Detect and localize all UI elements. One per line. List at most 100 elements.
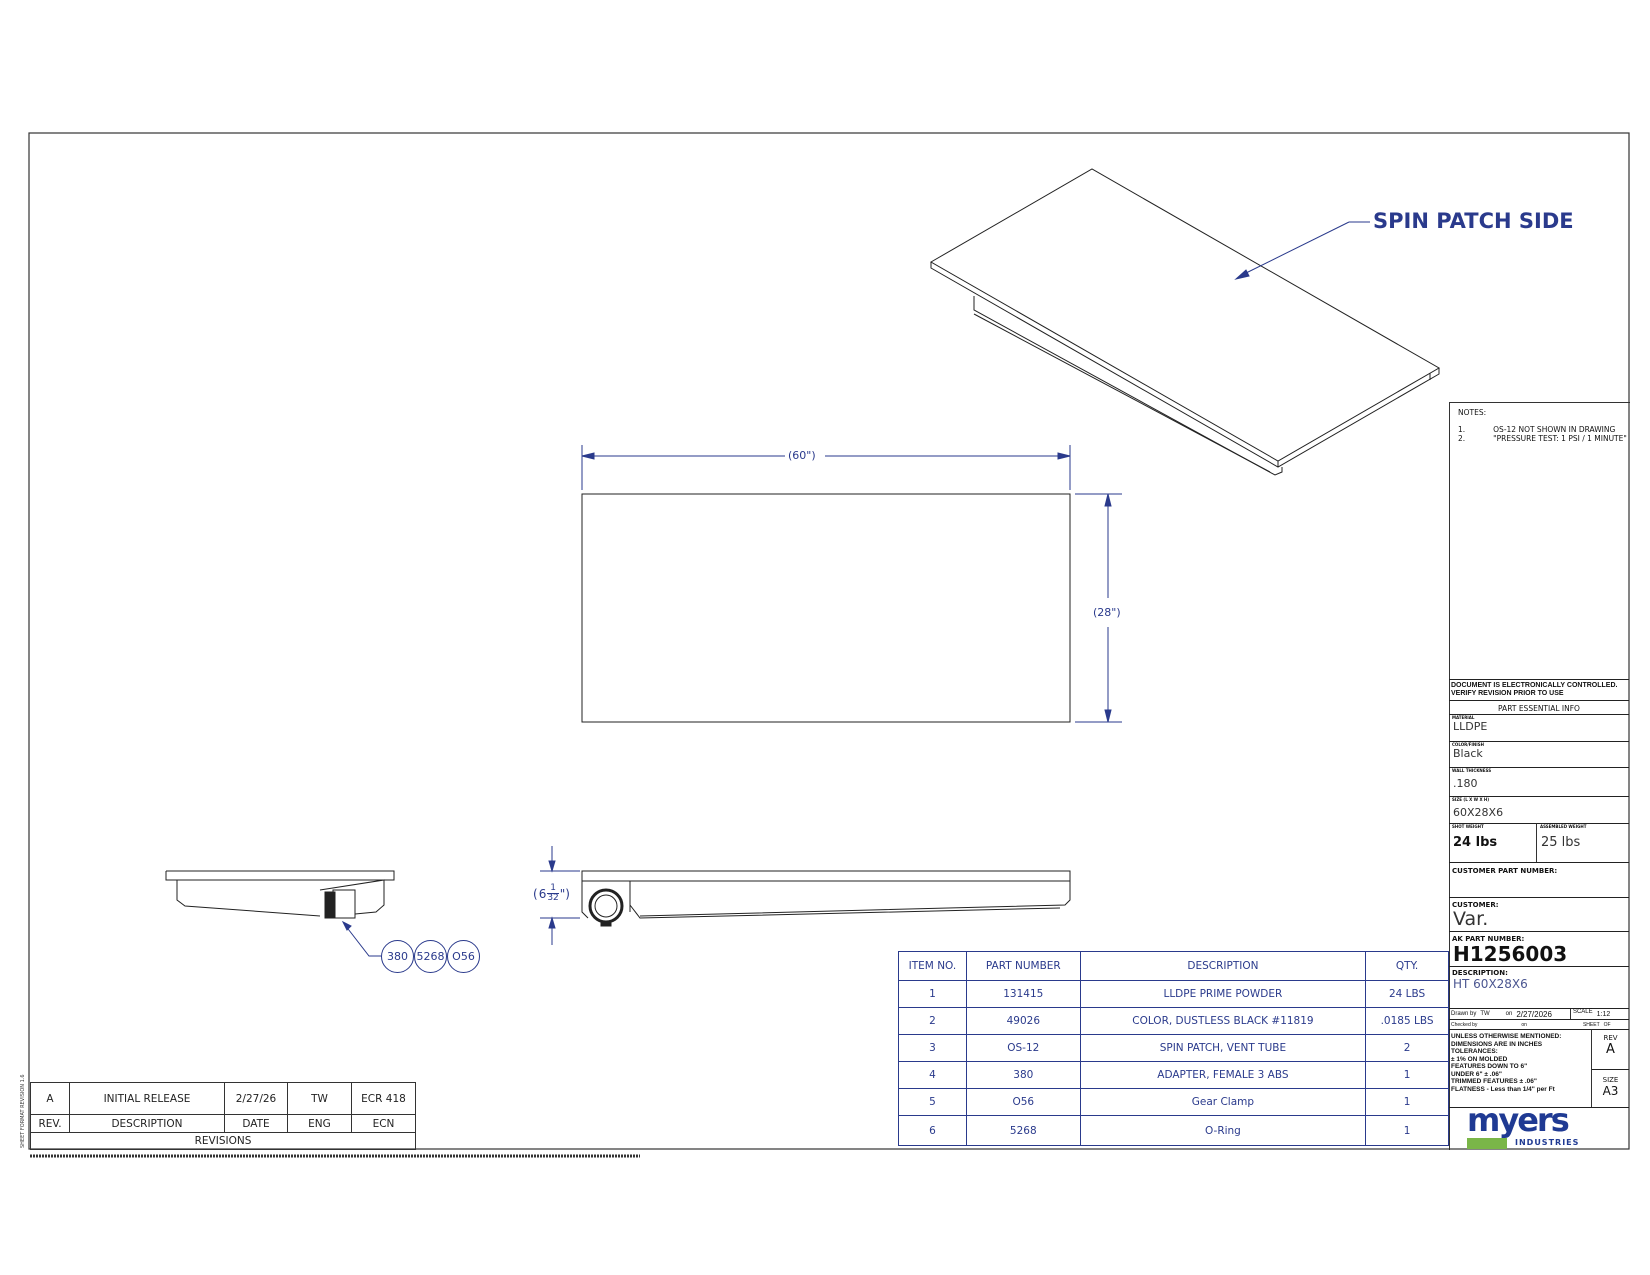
bom-description: O-Ring bbox=[1079, 1115, 1367, 1146]
part-essential-info: PART ESSENTIAL INFO bbox=[1449, 700, 1629, 714]
field-label: CUSTOMER PART NUMBER: bbox=[1452, 867, 1558, 875]
bom-part-number: 5268 bbox=[965, 1115, 1081, 1146]
scale-label: SCALE bbox=[1569, 1008, 1593, 1020]
sheet-label: SHEET bbox=[1582, 1021, 1600, 1028]
description-header: DESCRIPTION bbox=[69, 1114, 225, 1133]
tolerance-line: ± 1% ON MOLDED bbox=[1451, 1055, 1508, 1063]
header-item-no: ITEM NO. bbox=[898, 951, 967, 981]
bom-part-number: 49026 bbox=[965, 1007, 1081, 1035]
ecn-header: ECN bbox=[351, 1114, 416, 1133]
tolerance-line: FLATNESS - Less than 1/4" per Ft bbox=[1451, 1085, 1555, 1093]
balloon: 5268 bbox=[414, 940, 447, 973]
date-header: DATE bbox=[224, 1114, 288, 1133]
drawn-by: TW bbox=[1480, 1011, 1490, 1017]
dimension-width: (60") bbox=[788, 449, 816, 462]
myers-logo: myers INDUSTRIES bbox=[1449, 1107, 1629, 1149]
field-value: HT 60X28X6 bbox=[1453, 977, 1528, 991]
tolerance-line: DIMENSIONS ARE IN INCHES bbox=[1451, 1040, 1543, 1048]
checked-label: Checked by bbox=[1451, 1021, 1478, 1028]
balloon: O56 bbox=[447, 940, 480, 973]
logo-green-bar bbox=[1467, 1138, 1507, 1149]
revisions-table: A INITIAL RELEASE 2/27/26 TW ECR 418 REV… bbox=[30, 1082, 416, 1150]
field-label: WALL THICKNESS bbox=[1452, 768, 1492, 773]
rev-value: A bbox=[1606, 1042, 1615, 1057]
sheet-border bbox=[28, 132, 1630, 1150]
field-value: 24 lbs bbox=[1453, 835, 1498, 850]
size-field: SIZE (L X W X H) 60X28X6 bbox=[1449, 796, 1629, 823]
field-value: LLDPE bbox=[1453, 720, 1488, 733]
bom-qty: 2 bbox=[1365, 1034, 1449, 1062]
note-text: "PRESSURE TEST: 1 PSI / 1 MINUTE" bbox=[1493, 434, 1627, 443]
scale-value: 1:12 bbox=[1596, 1010, 1611, 1018]
size-label: SIZE bbox=[1602, 1076, 1619, 1084]
note-item: 1.OS-12 NOT SHOWN IN DRAWING bbox=[1458, 425, 1629, 434]
bom-item-no: 2 bbox=[898, 1007, 967, 1035]
bom-header-row: ITEM NO. PART NUMBER DESCRIPTION QTY. bbox=[898, 951, 1449, 981]
tolerance-line: UNLESS OTHERWISE MENTIONED: bbox=[1451, 1033, 1562, 1040]
field-value: 25 lbs bbox=[1541, 835, 1581, 850]
notes-section: NOTES: 1.OS-12 NOT SHOWN IN DRAWING 2. "P… bbox=[1449, 402, 1629, 679]
description-field: DESCRIPTION:HT 60X28X6 bbox=[1449, 966, 1629, 1008]
bom-part-number: OS-12 bbox=[965, 1034, 1081, 1062]
bom-qty: 1 bbox=[1365, 1115, 1449, 1146]
bom-qty: 24 LBS bbox=[1365, 980, 1449, 1008]
field-label: DESCRIPTION: bbox=[1452, 969, 1508, 977]
balloon-group: 380 5268 O56 bbox=[381, 940, 480, 973]
field-value: 60X28X6 bbox=[1453, 806, 1504, 819]
dimension-depth: (6 1 32") bbox=[533, 883, 570, 903]
checked-on-label: on bbox=[1521, 1021, 1527, 1028]
revision-row: A INITIAL RELEASE 2/27/26 TW ECR 418 bbox=[30, 1082, 416, 1115]
end-view bbox=[165, 870, 395, 919]
wall-thickness-field: WALL THICKNESS .180 bbox=[1449, 767, 1629, 796]
tolerances-note: UNLESS OTHERWISE MENTIONED:DIMENSIONS AR… bbox=[1449, 1029, 1592, 1107]
header-part-number: PART NUMBER bbox=[965, 951, 1081, 981]
notes-title: NOTES: bbox=[1458, 408, 1487, 417]
rev-value: A bbox=[30, 1082, 70, 1115]
field-label: SIZE (L X W X H) bbox=[1452, 797, 1490, 802]
svg-text:SHEET FORMAT REVISION 1.6: SHEET FORMAT REVISION 1.6 bbox=[20, 1074, 26, 1148]
bom-qty: .0185 LBS bbox=[1365, 1007, 1449, 1035]
drawn-date: 2/27/2026 bbox=[1516, 1009, 1552, 1019]
size-value: A3 bbox=[1602, 1084, 1619, 1098]
callout-leader bbox=[1234, 221, 1370, 280]
field-label: COLOR/FINISH bbox=[1452, 742, 1484, 747]
field-value: .180 bbox=[1453, 777, 1478, 790]
rev-eng: TW bbox=[287, 1082, 352, 1115]
title-block bbox=[1449, 402, 1630, 1150]
bom-item-no: 1 bbox=[898, 980, 967, 1008]
eng-header: ENG bbox=[287, 1114, 352, 1133]
revisions-title: REVISIONS bbox=[30, 1132, 416, 1150]
field-label: AK PART NUMBER: bbox=[1452, 935, 1525, 943]
tolerance-line: FEATURES DOWN TO 6" bbox=[1451, 1063, 1528, 1070]
bom-part-number: O56 bbox=[965, 1088, 1081, 1116]
tolerance-line: TOLERANCES: bbox=[1451, 1048, 1498, 1055]
field-label: ASSEMBLED WEIGHT bbox=[1540, 824, 1587, 829]
ak-part-number-field: AK PART NUMBER:H1256003 bbox=[1449, 931, 1629, 966]
bom-item-no: 6 bbox=[898, 1115, 967, 1146]
bom-description: Gear Clamp bbox=[1079, 1088, 1367, 1116]
doc-control-notice: DOCUMENT IS ELECTRONICALLY CONTROLLED. V… bbox=[1449, 679, 1629, 700]
note-number: 1. bbox=[1458, 425, 1466, 434]
bom-item-no: 5 bbox=[898, 1088, 967, 1116]
rev-ecn: ECR 418 bbox=[351, 1082, 416, 1115]
bom-description: COLOR, DUSTLESS BLACK #11819 bbox=[1079, 1007, 1367, 1035]
rev-date: 2/27/26 bbox=[224, 1082, 288, 1115]
bom-description: SPIN PATCH, VENT TUBE bbox=[1079, 1034, 1367, 1062]
drawn-label: Drawn by bbox=[1451, 1011, 1477, 1017]
bom-item-no: 4 bbox=[898, 1061, 967, 1089]
bom-description: LLDPE PRIME POWDER bbox=[1079, 980, 1367, 1008]
tolerance-line: UNDER 6" ± .06" bbox=[1451, 1070, 1502, 1078]
note-number: 2. bbox=[1458, 434, 1466, 443]
bom-qty: 1 bbox=[1365, 1061, 1449, 1089]
dimension-lines bbox=[540, 445, 1122, 945]
tolerance-line: TRIMMED FEATURES ± .06" bbox=[1451, 1078, 1537, 1085]
